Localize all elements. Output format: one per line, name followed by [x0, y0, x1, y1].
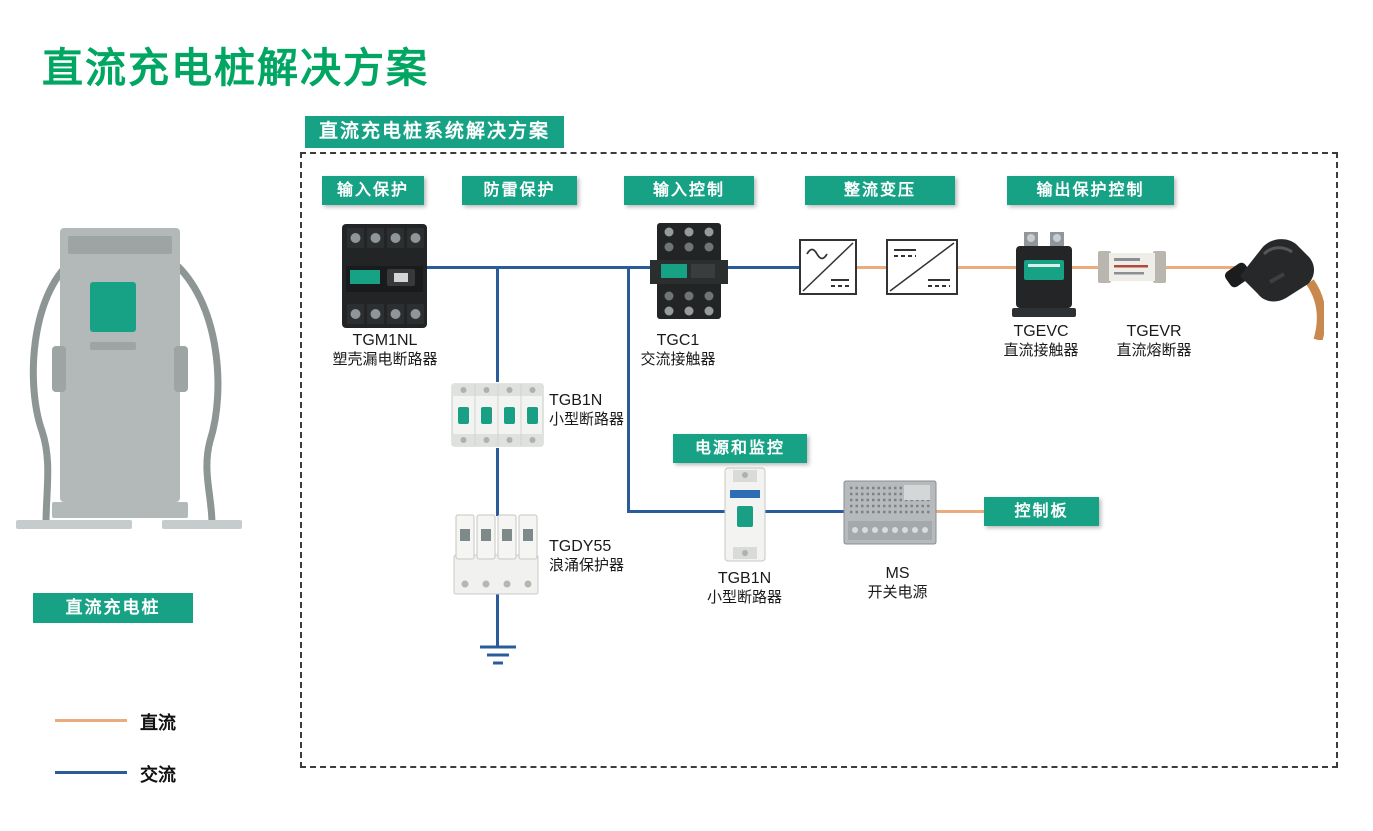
tgc1-contactor-image	[646, 220, 732, 322]
dc-line-ms-to-control-board	[936, 510, 986, 513]
tgdy55-label: TGDY55 浪涌保护器	[549, 537, 689, 575]
stage-control-board: 控制板	[984, 497, 1099, 526]
stage-output-protection-control: 输出保护控制	[1007, 176, 1174, 205]
stage-rectify-transform: 整流变压	[805, 176, 955, 205]
tgc1-model: TGC1	[656, 332, 700, 349]
charging-pile-illustration	[12, 226, 277, 531]
legend-dc-label: 直流	[140, 713, 176, 733]
ac-line-drop-to-tgb1n	[496, 267, 499, 382]
pile-label-badge: 直流充电桩	[33, 593, 193, 623]
ac-line-to-ground	[496, 594, 499, 646]
tgdy55-model: TGDY55	[549, 538, 612, 555]
ac-line-tgb1n-to-tgdy55	[496, 448, 499, 516]
legend-ac-line	[55, 771, 127, 774]
tgevc-name: 直流接触器	[1003, 342, 1079, 359]
diagram-title-badge: 直流充电桩系统解决方案	[305, 116, 565, 148]
ms-label: MS 开关电源	[855, 564, 940, 602]
dcdc-converter-symbol	[886, 239, 958, 295]
tgevc-model: TGEVC	[1013, 323, 1069, 340]
tgevc-label: TGEVC 直流接触器	[985, 322, 1097, 360]
stage-power-and-monitoring: 电源和监控	[673, 434, 807, 463]
tgb1n-2p-breaker-image	[717, 466, 773, 563]
tgb1n-aux-model: TGB1N	[717, 570, 772, 587]
legend-ac-label: 交流	[140, 765, 176, 785]
tgm1nl-name: 塑壳漏电断路器	[332, 351, 438, 368]
tgdy55-spd-image	[451, 511, 541, 598]
ac-line-tgc1-to-rectifier	[728, 266, 803, 269]
page-title: 直流充电桩解决方案	[42, 45, 429, 91]
tgb1n-main-model: TGB1N	[549, 392, 603, 409]
ms-psu-image	[842, 477, 938, 548]
charging-gun-image	[1224, 224, 1324, 340]
ac-line-main	[425, 266, 660, 269]
tgdy55-name: 浪涌保护器	[549, 557, 625, 574]
tgm1nl-breaker-image	[337, 222, 432, 330]
stage-input-protection: 输入保护	[322, 176, 424, 205]
tgevc-contactor-image	[1012, 230, 1076, 318]
diagram-border	[300, 152, 1338, 768]
stage-surge-protection: 防雷保护	[462, 176, 577, 205]
ac-line-drop-to-power	[627, 267, 630, 513]
tgb1n-main-label: TGB1N 小型断路器	[549, 391, 679, 429]
ms-name: 开关电源	[867, 584, 928, 601]
stage-input-control: 输入控制	[624, 176, 754, 205]
ms-model: MS	[885, 565, 910, 582]
tgm1nl-label: TGM1NL 塑壳漏电断路器	[295, 331, 475, 369]
tgevr-label: TGEVR 直流熔断器	[1098, 322, 1210, 360]
tgm1nl-model: TGM1NL	[352, 332, 418, 349]
acdc-converter-symbol	[799, 239, 857, 295]
tgb1n-aux-label: TGB1N 小型断路器	[687, 569, 802, 607]
ground-symbol	[476, 644, 520, 670]
legend-dc-line	[55, 719, 127, 722]
charging-pile-image	[16, 228, 242, 529]
tgevr-fuse-image	[1096, 245, 1168, 289]
tgb1n-main-name: 小型断路器	[549, 411, 625, 428]
tgevr-model: TGEVR	[1126, 323, 1182, 340]
tgc1-label: TGC1 交流接触器	[608, 331, 748, 369]
tgevr-name: 直流熔断器	[1116, 342, 1192, 359]
tgc1-name: 交流接触器	[640, 351, 716, 368]
tgb1n-aux-name: 小型断路器	[706, 589, 782, 606]
tgb1n-4p-breaker-image	[450, 378, 545, 452]
